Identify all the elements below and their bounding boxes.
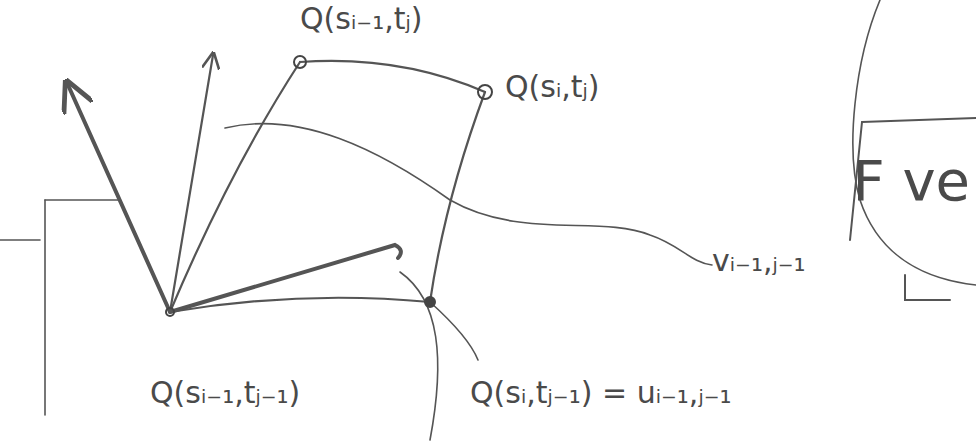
leader-line — [400, 272, 438, 440]
corner-point — [166, 308, 174, 316]
edge-vector — [170, 245, 401, 312]
point-label: Q(sᵢ,tⱼ₋₁) = uᵢ₋₁,ⱼ₋₁ — [470, 376, 732, 409]
tangent-arrow — [170, 55, 213, 312]
leader-line — [430, 302, 478, 360]
region-arc — [853, 0, 976, 285]
frame-line — [45, 199, 120, 201]
box-edge — [862, 118, 976, 122]
corner-point — [294, 56, 306, 68]
normal-arrow — [68, 85, 170, 312]
frame-line — [44, 200, 46, 415]
box-edge — [905, 275, 950, 300]
vector-label: vᵢ₋₁,ⱼ₋₁ — [712, 244, 806, 277]
point-label: Q(sᵢ₋₁,tⱼ) — [300, 2, 422, 35]
leader-line — [225, 124, 712, 265]
corner-point — [425, 297, 435, 307]
patch-edge — [300, 61, 485, 92]
point-label: Q(sᵢ,tⱼ) — [505, 70, 600, 103]
patch-edge — [170, 62, 300, 312]
frame-line — [0, 239, 40, 241]
corner-point — [478, 85, 492, 99]
point-label: Q(sᵢ₋₁,tⱼ₋₁) — [150, 376, 300, 409]
note-text: F ve — [852, 150, 970, 212]
patch-edge — [430, 92, 485, 302]
